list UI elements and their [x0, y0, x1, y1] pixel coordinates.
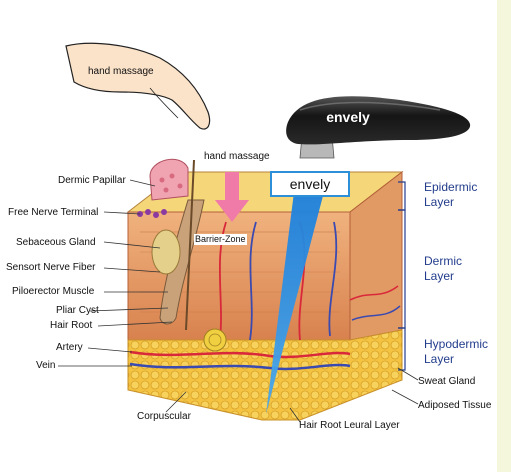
label-sebaceous-gland: Sebaceous Gland [16, 237, 96, 248]
label-dermic-layer: Dermic Layer [424, 254, 462, 284]
hypodermic-line2: Layer [424, 352, 455, 366]
label-epidermic-layer: Epidermic Layer [424, 180, 477, 210]
dermic-papillar [149, 158, 189, 201]
leader-lines [58, 179, 419, 423]
hand-illustration [65, 42, 211, 130]
label-hair-root-leural-layer: Hair Root Leural Layer [299, 420, 400, 431]
label-hypodermic-layer: Hypodermic Layer [424, 337, 488, 367]
envely-device-label: envely [326, 109, 370, 125]
label-artery: Artery [56, 342, 83, 353]
right-strip [497, 0, 511, 472]
free-nerve-terminal [137, 209, 167, 218]
dermic-line2: Layer [424, 269, 455, 283]
dermic-line1: Dermic [424, 254, 462, 268]
envely-tag: envely [270, 171, 350, 197]
epidermic-line1: Epidermic [424, 180, 478, 194]
hand-massage-arrow [215, 172, 249, 222]
hair-follicle [151, 159, 205, 331]
label-vein: Vein [36, 360, 56, 371]
sweat-gland [203, 328, 227, 352]
label-piloerector-muscle: Piloerector Muscle [12, 286, 95, 297]
envely-penetration-beam [266, 192, 324, 414]
epidermic-line2: Layer [424, 195, 455, 209]
label-free-nerve-terminal: Free Nerve Terminal [8, 207, 99, 218]
label-pliar-cyst: Pliar Cyst [56, 305, 99, 316]
envely-device [286, 96, 471, 159]
barrier-zone-label: Barrier-Zone [194, 234, 247, 245]
label-hair-root: Hair Root [50, 320, 93, 331]
label-dermic-papillar: Dermic Papillar [58, 175, 126, 186]
label-sensort-nerve-fiber: Sensort Nerve Fiber [6, 262, 96, 273]
hypodermic-line1: Hypodermic [424, 337, 489, 351]
label-corpuscular: Corpuscular [137, 411, 191, 422]
label-adiposed-tissue: Adiposed Tissue [418, 400, 492, 411]
label-sweat-gland: Sweat Gland [418, 376, 476, 387]
fat-layer [127, 329, 403, 421]
hand-massage-label-mid: hand massage [204, 151, 270, 162]
hand-massage-label-top: hand massage [88, 66, 154, 77]
